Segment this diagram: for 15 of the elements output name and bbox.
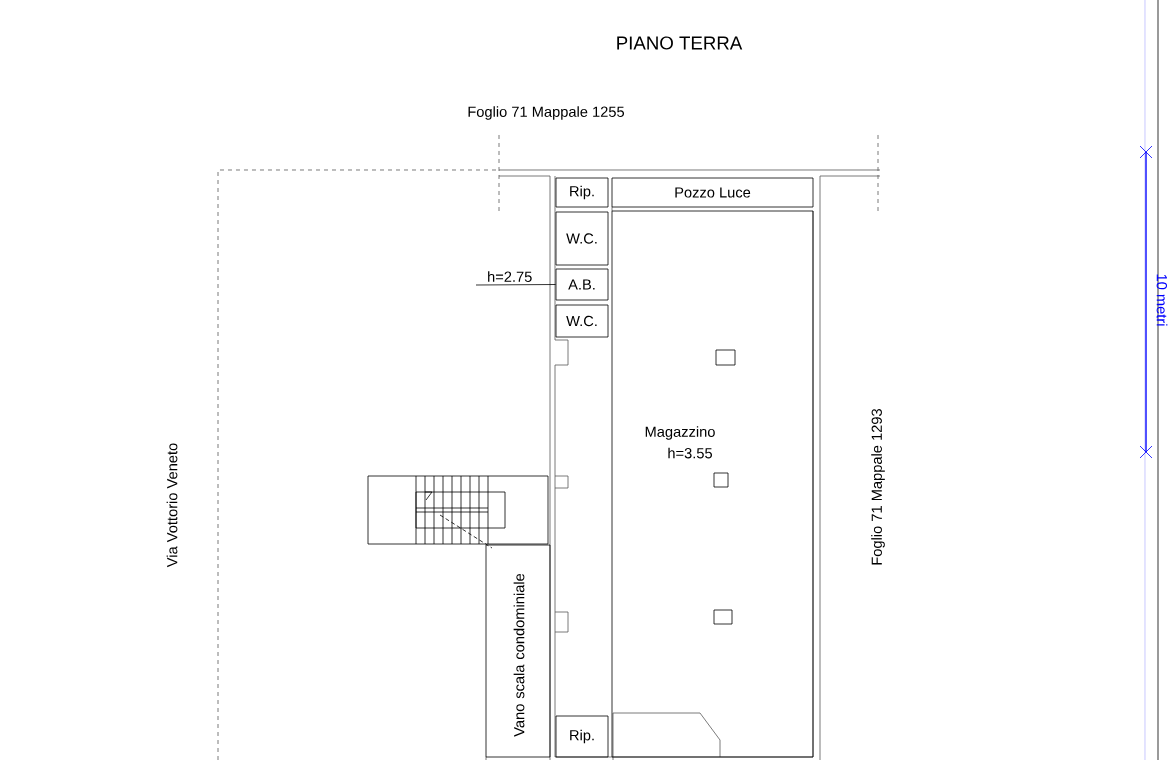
room-box: Rip. [555, 177, 609, 208]
room-box: Magazzino h=3.55 [611, 210, 814, 758]
room-box: W.C. [555, 211, 609, 266]
parcel-label: Foglio 71 Mappale 1255 [468, 106, 624, 120]
room-box: Pozzo Luce [611, 177, 814, 208]
room-box: Vano scala condominiale [485, 544, 551, 758]
street-label: Via Vottorio Veneto [166, 443, 178, 568]
room-box: Rip. [555, 715, 609, 758]
room-box: A.B. [555, 268, 609, 301]
room-box: W.C. [555, 304, 609, 338]
scale-label: 10 metri [1156, 274, 1168, 326]
height-label: h=2.75 [488, 271, 532, 282]
parcel-label: Foglio 71 Mappale 1293 [871, 409, 885, 565]
leader-line [475, 284, 556, 286]
title: PIANO TERRA [617, 36, 743, 50]
